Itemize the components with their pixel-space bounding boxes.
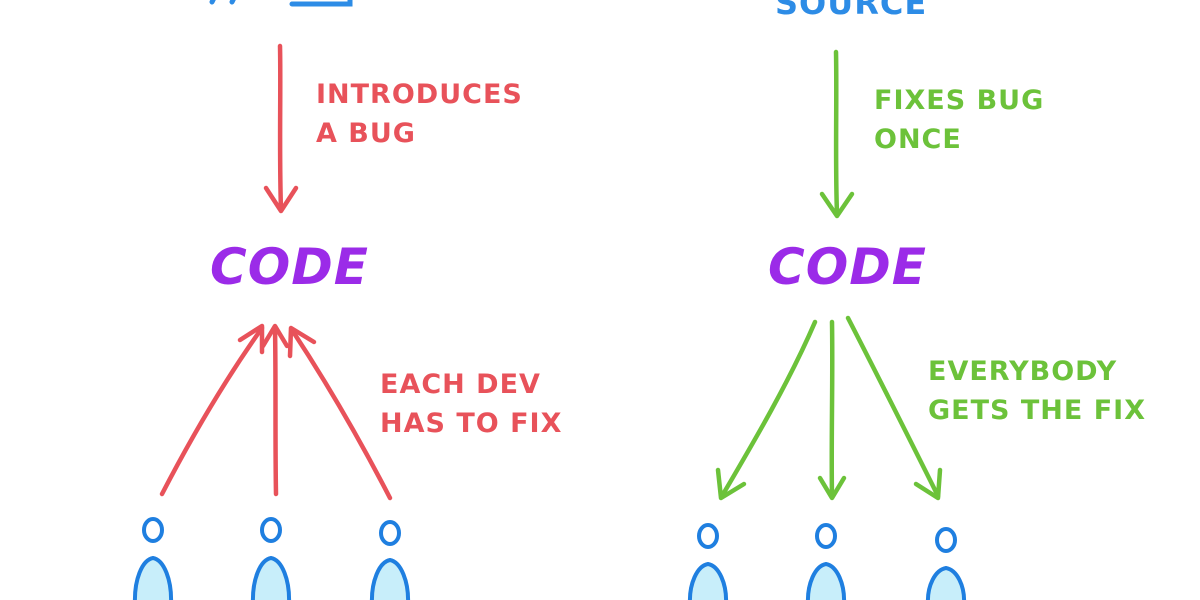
person-body — [370, 558, 410, 600]
person-body — [688, 562, 728, 600]
left-person-2 — [251, 517, 291, 600]
devs-label-line1: EACH DEV — [380, 369, 541, 400]
right-down-arrow — [819, 49, 855, 219]
right-code-label: CODE — [768, 238, 927, 296]
left-up-arrows — [159, 323, 393, 501]
source-label: SOURCE — [775, 0, 927, 22]
person-body — [806, 562, 846, 600]
person-head — [142, 517, 164, 543]
bug-label-line2: A BUG — [316, 118, 416, 149]
right-down-arrows — [715, 315, 943, 501]
left-header-fragment — [209, 0, 353, 7]
left-down-arrow — [263, 43, 299, 214]
person-body — [251, 556, 291, 600]
person-head — [379, 520, 401, 546]
everybody-label-line1: EVERYBODY — [928, 356, 1117, 387]
person-body — [133, 556, 173, 600]
devs-label-line2: HAS TO FIX — [380, 408, 562, 439]
person-head — [935, 527, 957, 553]
person-head — [260, 517, 282, 543]
fix-label-line1: FIXES BUG — [874, 85, 1044, 116]
right-person-1 — [688, 523, 728, 600]
right-person-2 — [806, 523, 846, 600]
right-person-3 — [926, 527, 966, 600]
left-code-label: CODE — [210, 238, 369, 296]
person-body — [926, 566, 966, 600]
person-head — [815, 523, 837, 549]
everybody-label-line2: GETS THE FIX — [928, 395, 1146, 426]
person-head — [697, 523, 719, 549]
left-person-1 — [133, 517, 173, 600]
left-panel: INTRODUCES A BUG CODE EACH DEV HAS TO FI… — [133, 0, 562, 600]
bug-label-line1: INTRODUCES — [316, 79, 523, 110]
fix-label-line2: ONCE — [874, 124, 962, 155]
right-panel: SOURCE FIXES BUG ONCE CODE EVERYBODY GET… — [688, 0, 1146, 600]
left-person-3 — [370, 520, 410, 600]
left-header-partial — [209, 0, 353, 7]
